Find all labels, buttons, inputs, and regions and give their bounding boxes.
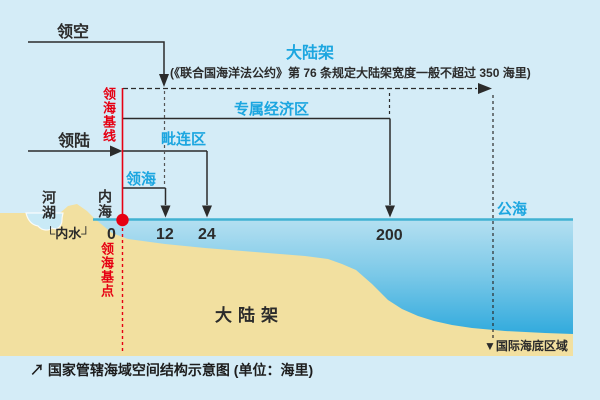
label-land-territory: 领陆 <box>58 133 91 150</box>
label-inner-sea: 内海 <box>97 189 113 219</box>
label-territorial-sea: 领海 <box>126 171 157 188</box>
label-territorial-baseline: 领海基线 <box>101 87 116 143</box>
label-eez: 专属经济区 <box>234 101 310 118</box>
river-lake-pond-shape <box>25 212 64 231</box>
airspace-pointer-line <box>28 41 165 75</box>
label-continental-shelf-bottom: 大陆架 <box>215 306 284 325</box>
contiguous-arrowhead-icon <box>202 205 212 218</box>
label-intl-seabed: ▼国际海底区域 <box>484 339 568 353</box>
land-arrowhead-icon <box>110 145 123 157</box>
territorial-base-point-dot <box>116 213 129 227</box>
label-contiguous-zone: 毗连区 <box>161 131 207 148</box>
eez-arrowhead-icon <box>385 205 395 218</box>
caption: ↗ 国家管辖海域空间结构示意图 (单位：海里) <box>30 362 314 378</box>
land-and-seabed-shape <box>0 204 573 356</box>
scale-mark-24: 24 <box>198 226 216 243</box>
shelf-arrowhead-icon <box>478 83 492 94</box>
airspace-arrowhead-icon <box>159 74 169 87</box>
label-airspace: 领空 <box>57 24 90 41</box>
label-shelf-note: (《联合国海洋法公约》第 76 条规定大陆架宽度一般不超过 350 海里) <box>170 66 531 80</box>
scale-mark-12: 12 <box>156 226 174 243</box>
label-internal-waters: └内水┘ <box>46 226 91 241</box>
eez-line <box>122 117 391 205</box>
label-continental-shelf-top: 大陆架 <box>286 45 335 62</box>
scale-mark-0: 0 <box>107 226 116 243</box>
label-base-point: 领海基点 <box>99 242 114 298</box>
label-high-seas: 公海 <box>497 201 528 218</box>
territorial-sea-line <box>122 187 167 205</box>
territorial-arrowhead-icon <box>160 205 171 218</box>
scale-mark-200: 200 <box>376 227 403 244</box>
label-river-lake: 河湖 <box>41 190 57 220</box>
